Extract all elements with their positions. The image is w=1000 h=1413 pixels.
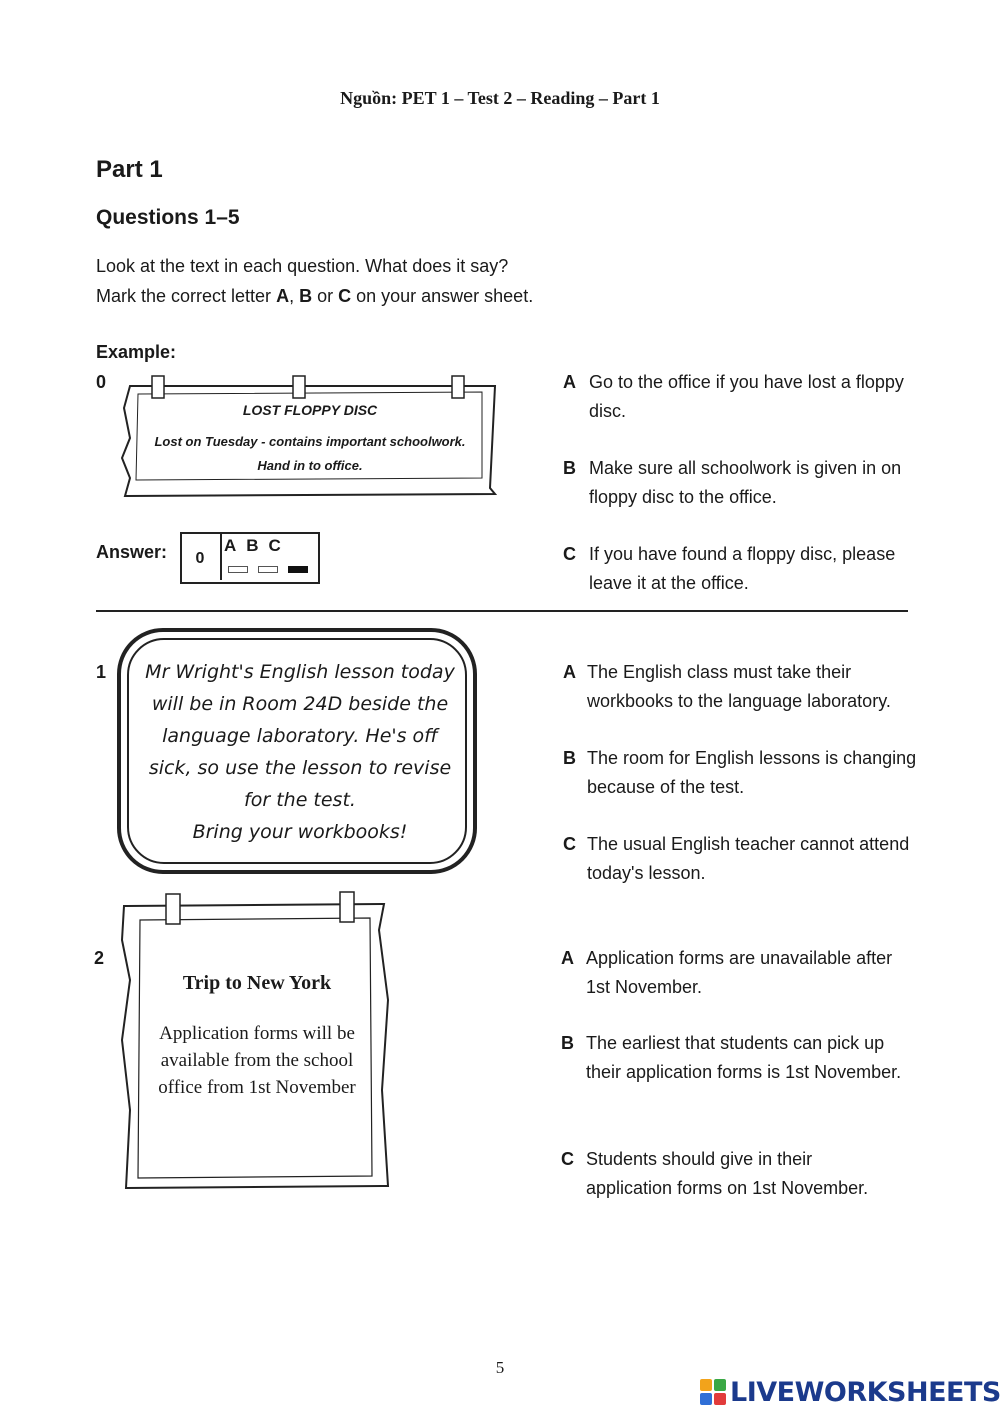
question-1-option-b-letter: B xyxy=(563,748,576,768)
question-2-option-c-text: Students should give in their applicatio… xyxy=(586,1149,869,1198)
question-1-option-a-letter: A xyxy=(563,662,576,682)
question-1-notice-line: for the test. xyxy=(244,789,356,811)
page-number: 5 xyxy=(495,1358,505,1377)
section-divider xyxy=(96,610,908,612)
example-option-c-text: If you have found a floppy disc, please … xyxy=(589,544,896,593)
question-2-notice-line: office from 1st November xyxy=(158,1077,356,1098)
question-2-notice-text: Application forms will be available from… xyxy=(142,1020,372,1101)
question-2-notice-frame xyxy=(120,891,390,1190)
question-2-number: 2 xyxy=(94,948,105,968)
question-1-notice-frame xyxy=(117,628,477,874)
question-1-option-a-text: The English class must take their workbo… xyxy=(587,662,891,711)
question-2-option-c-letter: C xyxy=(561,1149,574,1169)
example-option-a-letter: A xyxy=(563,372,576,392)
liveworksheets-logo-icon xyxy=(700,1379,726,1405)
instruction-line-1: Look at the text in each question. What … xyxy=(96,256,509,276)
question-1-option-c-letter: C xyxy=(563,834,576,854)
part-title: Part 1 xyxy=(96,156,163,183)
question-1-option-b-text: The room for English lessons is changing… xyxy=(587,748,917,797)
question-2-notice-line: available from the school xyxy=(160,1050,354,1071)
answer-mark-b xyxy=(258,566,278,573)
question-2-notice-line: Application forms will be xyxy=(159,1023,355,1044)
answer-mark-c xyxy=(288,566,308,573)
example-option-b-text: Make sure all schoolwork is given in on … xyxy=(589,458,902,507)
answer-mark-a xyxy=(228,566,248,573)
example-number: 0 xyxy=(96,372,107,392)
question-2-option-a-text: Application forms are unavailable after … xyxy=(586,948,893,997)
answer-box xyxy=(180,532,320,584)
answer-letters: ABC xyxy=(224,536,291,555)
liveworksheets-brand[interactable]: LIVEWORKSHEETS xyxy=(700,1376,1000,1408)
example-notice-title: LOST FLOPPY DISC xyxy=(242,402,378,418)
question-1-notice-line: Bring your workbooks! xyxy=(192,821,408,843)
source-line: Nguồn: PET 1 – Test 2 – Reading – Part 1 xyxy=(340,88,660,108)
question-2-option-b-letter: B xyxy=(561,1033,574,1053)
question-1-notice-line: will be in Room 24D beside the xyxy=(151,693,449,715)
question-1-notice-line: sick, so use the lesson to revise xyxy=(148,757,452,779)
question-1-notice-line: language laboratory. He's off xyxy=(162,725,438,747)
question-2-notice-title: Trip to New York xyxy=(182,972,332,994)
question-1-option-c-text: The usual English teacher cannot attend … xyxy=(587,834,910,883)
example-option-a-text: Go to the office if you have lost a flop… xyxy=(589,372,904,421)
answer-label: Answer: xyxy=(96,542,168,562)
question-1-notice-line: Mr Wright's English lesson today xyxy=(145,661,455,683)
example-notice-line-2: Hand in to office. xyxy=(257,458,363,473)
example-option-b-letter: B xyxy=(563,458,576,478)
instruction-line-2: Mark the correct letter A, B or C on you… xyxy=(96,286,534,306)
example-label: Example: xyxy=(96,342,177,362)
question-1-notice-text: Mr Wright's English lesson today will be… xyxy=(130,656,470,848)
question-2-option-a-letter: A xyxy=(561,948,574,968)
example-notice-line-1: Lost on Tuesday - contains important sch… xyxy=(154,434,466,449)
questions-title: Questions 1–5 xyxy=(96,206,240,229)
example-option-c-letter: C xyxy=(563,544,576,564)
question-1-number: 1 xyxy=(96,662,107,682)
answer-number: 0 xyxy=(180,532,222,580)
brand-name: LIVEWORKSHEETS xyxy=(730,1376,1000,1408)
question-2-option-b-text: The earliest that students can pick up t… xyxy=(586,1033,902,1082)
example-notice-frame xyxy=(120,375,498,498)
